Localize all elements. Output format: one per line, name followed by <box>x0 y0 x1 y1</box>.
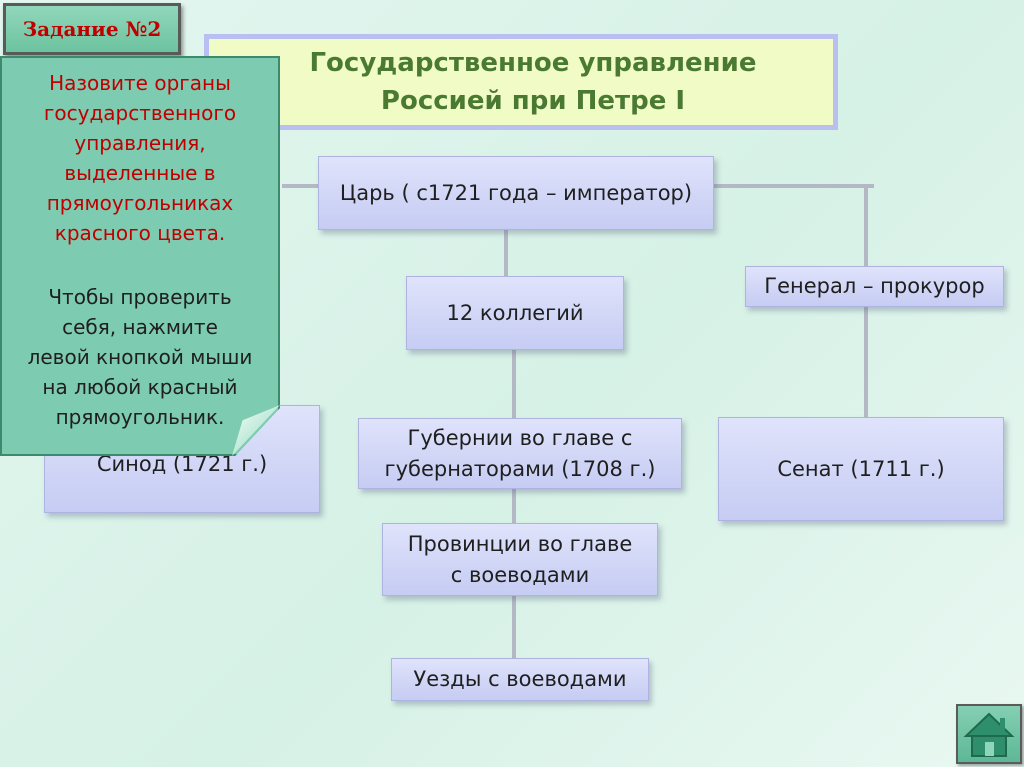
hint-line: левой кнопкой мыши <box>27 345 253 369</box>
node-collegia[interactable]: 12 коллегий <box>406 276 624 350</box>
home-button[interactable] <box>956 704 1022 764</box>
hint-text: Чтобы проверить себя, нажмите левой кноп… <box>8 282 272 432</box>
instruction-text: Назовите органы государственного управле… <box>8 68 272 248</box>
instruction-line: Назовите органы <box>49 71 231 95</box>
instruction-line: прямоугольниках <box>46 191 234 215</box>
node-senate[interactable]: Сенат (1711 г.) <box>718 417 1004 521</box>
node-gubernii[interactable]: Губернии во главе с губернаторами (1708 … <box>358 418 682 489</box>
hint-line: прямоугольник. <box>55 405 225 429</box>
title-line-1: Государственное управление <box>309 48 757 78</box>
node-gubernii-label: Губернии во главе с губернаторами (1708 … <box>385 423 656 485</box>
node-provinces[interactable]: Провинции во главе с воеводами <box>382 523 658 596</box>
node-general-prosecutor[interactable]: Генерал – прокурор <box>745 266 1004 307</box>
slide-title-text: Государственное управление Россией при П… <box>309 44 756 120</box>
connector-left-horizontal <box>282 184 318 188</box>
home-icon <box>963 712 1015 757</box>
node-gubernii-line-2: губернаторами (1708 г.) <box>384 456 656 481</box>
connector-right-vertical <box>864 186 868 266</box>
hint-line: Чтобы проверить <box>48 285 232 309</box>
task-badge-label: Задание №2 <box>22 17 162 41</box>
instruction-note: Назовите органы государственного управле… <box>0 56 280 456</box>
instruction-line: управления, <box>74 131 206 155</box>
node-provinces-label: Провинции во главе с воеводами <box>408 529 633 591</box>
node-uezdy[interactable]: Уезды с воеводами <box>391 658 649 701</box>
instruction-line: выделенные в <box>64 161 216 185</box>
node-provinces-line-2: с воеводами <box>450 562 590 587</box>
node-senate-label: Сенат (1711 г.) <box>777 456 945 481</box>
slide-title: Государственное управление Россией при П… <box>204 34 838 130</box>
hint-line: себя, нажмите <box>62 315 218 339</box>
node-tsar[interactable]: Царь ( с1721 года – император) <box>318 156 714 230</box>
task-badge: Задание №2 <box>3 3 181 55</box>
title-line-2: Россией при Петре I <box>380 86 686 116</box>
node-tsar-label: Царь ( с1721 года – император) <box>339 180 693 205</box>
connector-gubernii-provinces <box>512 489 516 523</box>
instruction-line: красного цвета. <box>54 221 226 245</box>
node-provinces-line-1: Провинции во главе <box>407 531 633 556</box>
connector-prosecutor-senate <box>864 307 868 417</box>
node-collegia-label: 12 коллегий <box>446 300 584 325</box>
node-gubernii-line-1: Губернии во главе с <box>407 425 633 450</box>
connector-tsar-collegia <box>504 230 508 276</box>
instruction-line: государственного <box>43 101 237 125</box>
hint-line: на любой красный <box>42 375 238 399</box>
node-uezdy-label: Уезды с воеводами <box>413 667 627 691</box>
node-general-prosecutor-label: Генерал – прокурор <box>764 274 985 298</box>
connector-provinces-uezdy <box>512 596 516 658</box>
connector-collegia-gubernii <box>512 350 516 418</box>
connector-right-horizontal <box>714 184 874 188</box>
